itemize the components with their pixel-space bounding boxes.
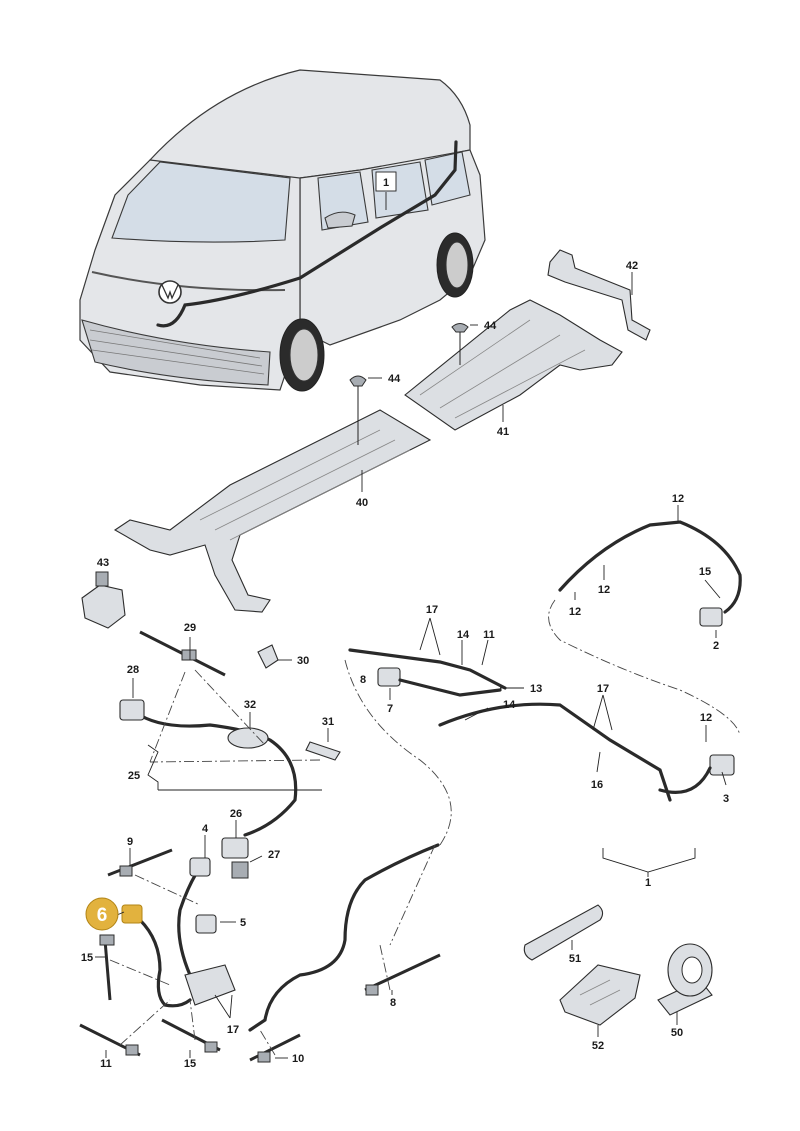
callout-26[interactable]: 26 — [230, 808, 242, 820]
harness-illustrations — [79, 520, 742, 1063]
callout-28[interactable]: 28 — [127, 664, 139, 676]
callout-40[interactable]: 40 — [356, 497, 368, 509]
callout-4[interactable]: 4 — [202, 823, 209, 835]
leader-lines — [95, 192, 727, 1059]
callout-1-top[interactable]: 1 — [375, 171, 397, 192]
callout-15b[interactable]: 15 — [81, 952, 93, 964]
callout-1-bottom[interactable]: 1 — [645, 877, 651, 889]
callout-15a[interactable]: 15 — [699, 566, 711, 578]
callout-17a[interactable]: 17 — [426, 604, 438, 616]
callout-29[interactable]: 29 — [184, 622, 196, 634]
callout-12d[interactable]: 12 — [700, 712, 712, 724]
callout-42[interactable]: 42 — [626, 260, 638, 272]
callout-2[interactable]: 2 — [713, 640, 719, 652]
callout-44b[interactable]: 44 — [388, 373, 401, 385]
callout-6-highlight[interactable]: 6 — [85, 897, 119, 931]
callout-8a[interactable]: 8 — [360, 674, 366, 686]
callout-25[interactable]: 25 — [128, 770, 140, 782]
callout-50[interactable]: 50 — [671, 1027, 683, 1039]
callout-3[interactable]: 3 — [723, 793, 729, 805]
callout-14a[interactable]: 14 — [457, 629, 470, 641]
callout-14b[interactable]: 14 — [503, 699, 516, 711]
callout-32[interactable]: 32 — [244, 699, 256, 711]
callout-17b[interactable]: 17 — [597, 683, 609, 695]
callout-7[interactable]: 7 — [387, 703, 393, 715]
callout-11b[interactable]: 11 — [100, 1058, 112, 1070]
callout-30[interactable]: 30 — [297, 655, 309, 667]
svg-text:6: 6 — [97, 905, 108, 926]
callout-8b[interactable]: 8 — [390, 997, 396, 1009]
accessories — [523, 904, 713, 1026]
callout-labels: 1 42 44 44 41 40 43 12 15 12 12 2 29 30 … — [81, 171, 729, 1070]
callout-9[interactable]: 9 — [127, 836, 133, 848]
callout-16[interactable]: 16 — [591, 779, 603, 791]
callout-41[interactable]: 41 — [497, 426, 509, 438]
callout-5[interactable]: 5 — [240, 917, 246, 929]
svg-text:1: 1 — [383, 177, 389, 189]
callout-52[interactable]: 52 — [592, 1040, 604, 1052]
highlighted-part-6[interactable] — [121, 904, 143, 924]
callout-12a[interactable]: 12 — [672, 493, 684, 505]
callout-11a[interactable]: 11 — [483, 629, 495, 641]
callout-31[interactable]: 31 — [322, 716, 334, 728]
callout-12c[interactable]: 12 — [598, 584, 610, 596]
callout-27[interactable]: 27 — [268, 849, 280, 861]
callout-10[interactable]: 10 — [292, 1053, 304, 1065]
callout-15c[interactable]: 15 — [184, 1058, 196, 1070]
vehicle-illustration — [79, 69, 486, 392]
underbody-panels — [81, 249, 651, 629]
callout-43[interactable]: 43 — [97, 557, 109, 569]
callout-17c[interactable]: 17 — [227, 1024, 239, 1036]
callout-51[interactable]: 51 — [569, 953, 581, 965]
callout-12b[interactable]: 12 — [569, 606, 581, 618]
callout-44a[interactable]: 44 — [484, 320, 497, 332]
callout-13[interactable]: 13 — [530, 683, 542, 695]
